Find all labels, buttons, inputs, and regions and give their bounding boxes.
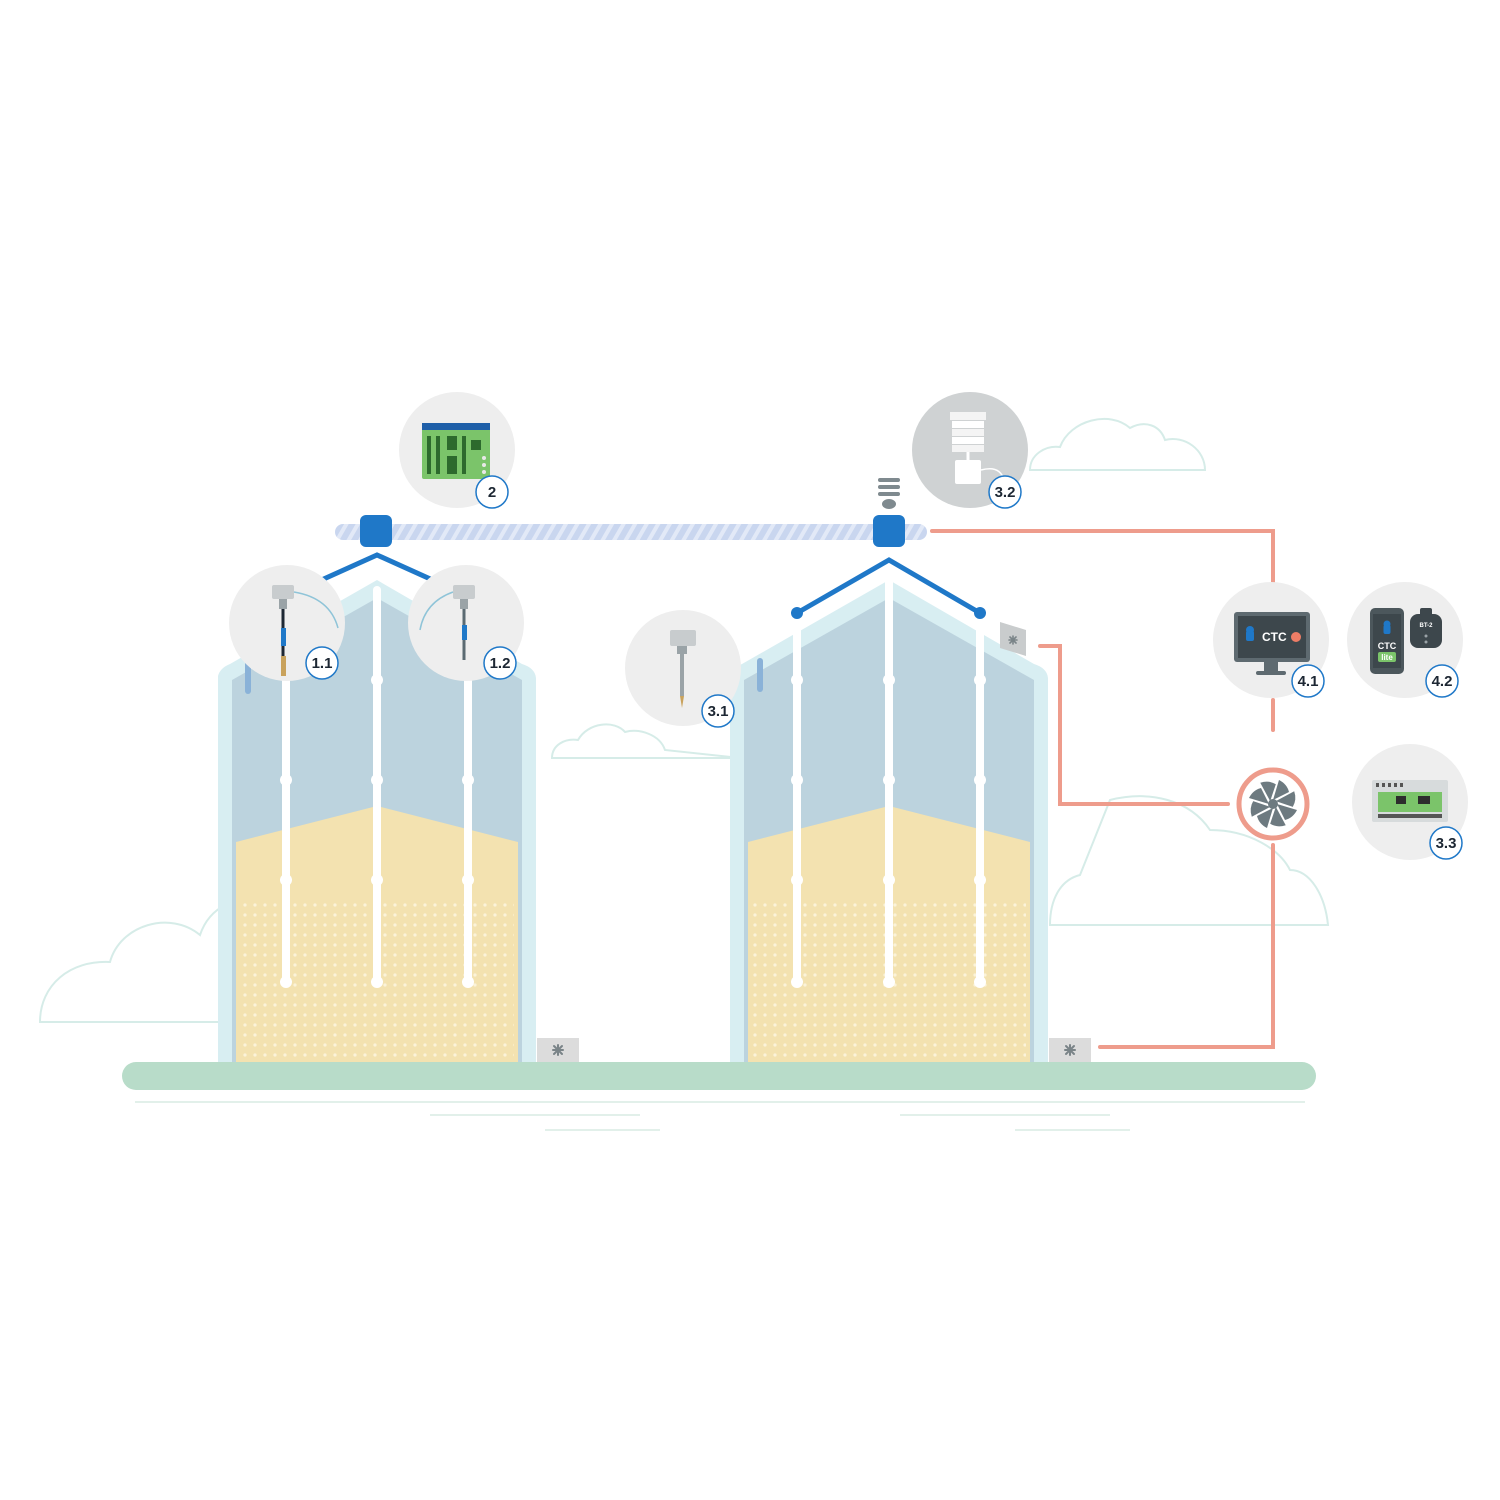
roof-node-left <box>791 607 803 619</box>
silo-left <box>218 552 579 1062</box>
line-fan-to-base <box>1098 843 1275 1049</box>
fan-icon <box>552 1044 564 1056</box>
line-roofvent-to-fan <box>1038 644 1230 806</box>
control-lines <box>930 529 1275 1049</box>
badge-4-2 <box>1425 664 1459 698</box>
badge-3-3 <box>1429 826 1463 860</box>
badge-3-1-label: 3.1 <box>708 703 729 720</box>
badge-3-3-label: 3.3 <box>1436 835 1457 852</box>
silo-left-level-sensor <box>245 660 251 694</box>
weather-station-icon <box>878 478 900 509</box>
bluetooth-device-icon: BT-2 <box>1410 608 1442 648</box>
bubble-2[interactable]: 2 <box>399 392 515 509</box>
junction-box-right <box>873 515 905 547</box>
cloud-mid <box>550 723 741 759</box>
silo-right-level-sensor <box>757 658 763 692</box>
weather-sensor-housing-icon <box>950 412 1005 484</box>
badge-2 <box>475 475 509 509</box>
silo-right-cable-nodes <box>791 674 986 988</box>
badge-3-1 <box>701 694 735 728</box>
junction-box-left <box>360 515 392 547</box>
bubble-1-1[interactable]: 1.1 <box>229 565 345 681</box>
bubble-3-3[interactable]: 3.3 <box>1352 744 1468 860</box>
badge-2-label: 2 <box>488 484 496 501</box>
badge-1-1 <box>305 646 339 680</box>
line-bus-to-controller <box>930 529 1275 585</box>
badge-3-2 <box>988 475 1022 509</box>
temperature-probe-sensor-icon <box>419 585 475 660</box>
phone-icon: CTC lite <box>1370 608 1404 674</box>
main-fan-controller[interactable] <box>1236 767 1310 841</box>
silo-right-roof-vent <box>1000 622 1026 656</box>
pipe-body <box>335 524 927 540</box>
temperature-cable-sensor-icon <box>272 585 339 676</box>
bubble-4-1[interactable]: CTC 4.1 <box>1213 582 1329 698</box>
badge-1-1-label: 1.1 <box>312 655 333 672</box>
badge-4-1-label: 4.1 <box>1298 673 1319 690</box>
badge-1-2-label: 1.2 <box>490 655 511 672</box>
control-module-icon <box>1372 780 1448 822</box>
roof-node-right <box>974 607 986 619</box>
ground-strip <box>122 1062 1316 1090</box>
silo-right <box>730 557 1091 1062</box>
badge-3-2-label: 3.2 <box>995 484 1016 501</box>
cloud-top-right <box>1028 418 1207 471</box>
badge-4-2-label: 4.2 <box>1432 673 1453 690</box>
fan-icon <box>1064 1044 1076 1056</box>
ground <box>122 1062 1316 1131</box>
silo-right-roof-wiring <box>794 557 983 616</box>
silo-left-base-fan <box>537 1038 579 1062</box>
monitor-icon: CTC <box>1234 612 1310 675</box>
plus-icon <box>1291 632 1301 642</box>
silo-right-base-fan <box>1049 1038 1091 1062</box>
fan-icon <box>1249 780 1297 828</box>
bubble-1-2[interactable]: 1.2 <box>408 565 524 681</box>
bubble-3-2[interactable]: 3.2 <box>912 392 1028 509</box>
bubble-4-2[interactable]: CTC lite BT-2 4.2 <box>1347 582 1463 698</box>
phone-brand-bottom: lite <box>1381 653 1393 662</box>
data-bus-pipe <box>335 478 927 547</box>
grain-probe-icon <box>670 630 696 708</box>
circuit-board-icon <box>422 423 490 479</box>
app-logo-icon <box>1246 626 1254 641</box>
silo-left-cable-nodes <box>280 674 474 988</box>
monitor-brand: CTC <box>1262 630 1287 644</box>
phone-brand-top: CTC <box>1378 641 1397 651</box>
badge-1-2 <box>483 646 517 680</box>
vent-fan-icon <box>1008 635 1018 645</box>
bubble-3-1[interactable]: 3.1 <box>625 610 741 728</box>
bt-label: BT-2 <box>1419 623 1433 629</box>
cloud-right <box>1048 795 1330 926</box>
badge-4-1 <box>1291 664 1325 698</box>
